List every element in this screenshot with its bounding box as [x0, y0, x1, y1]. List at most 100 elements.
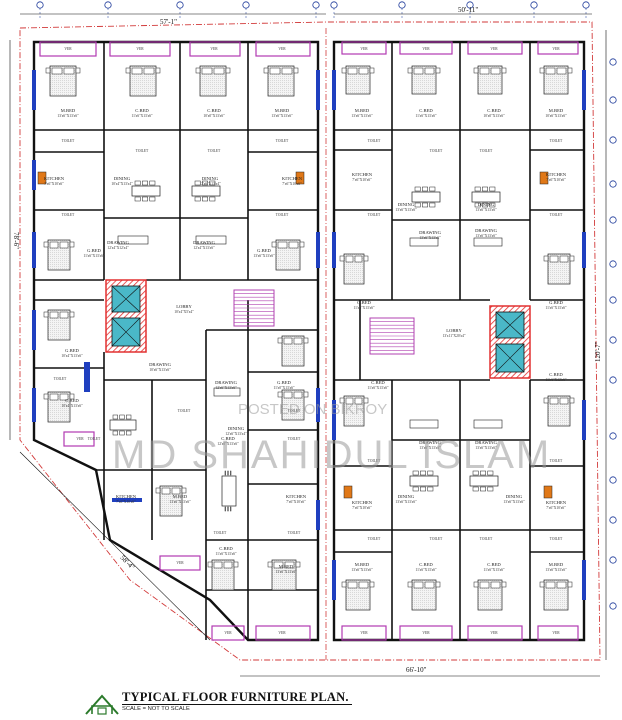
room-size: 12'x4"X13'x6": [193, 246, 215, 250]
bed: [339, 395, 369, 427]
toilet-label: TOILET: [178, 409, 191, 413]
window: [582, 400, 586, 440]
grid-bubble: [609, 602, 617, 610]
room-name: KITCHEN: [286, 494, 307, 499]
window: [332, 232, 336, 268]
bed: [277, 335, 309, 367]
room-name: DINING: [398, 494, 415, 499]
verandah: [341, 625, 387, 641]
room-size: 7'x6"X10'x6": [546, 506, 566, 510]
kitchen-counter: [539, 171, 549, 185]
room-size: 11'x6"X13'x6": [415, 114, 437, 118]
bed: [543, 253, 575, 285]
toilet-label: TOILET: [288, 409, 301, 413]
dimension-lines: [9, 13, 607, 677]
sofa: [213, 387, 241, 397]
interior-walls: [34, 28, 584, 660]
room-name: KITCHEN: [546, 172, 567, 177]
verandah: [39, 41, 97, 57]
room-size: 7'x6"X10'x6": [286, 500, 306, 504]
room-name: KITCHEN: [352, 172, 373, 177]
room-size: 12'x6"X13'x4": [199, 182, 221, 186]
room-name: DINING: [114, 176, 131, 181]
room-size: 13'x6"X13'x6": [395, 500, 417, 504]
room-size: 11'x6"X13'x6": [131, 114, 153, 118]
drawing-title: TYPICAL FLOOR FURNITURE PLAN.: [122, 690, 349, 704]
window: [32, 388, 36, 422]
verandah-label: VER: [360, 631, 368, 635]
room-size: 12'x4"X12'x4": [107, 246, 129, 250]
room-size: 12'x0"X13'x6": [217, 442, 239, 446]
grid-bubble: [466, 1, 474, 18]
kitchen-counter: [343, 485, 353, 499]
toilet-label: TOILET: [368, 459, 381, 463]
room-size: 10'x4"X13'x6": [61, 354, 83, 358]
drawing-scale-note: SCALE = NOT TO SCALE: [122, 706, 190, 712]
room-size: 10'x4"X13'x6": [61, 404, 83, 408]
sofa: [409, 419, 439, 429]
bed: [125, 65, 161, 97]
window: [582, 560, 586, 600]
dim-left-side: 78'-6": [12, 232, 20, 249]
room-size: 13'x6"X13'x6": [419, 446, 441, 450]
toilet-label: TOILET: [214, 531, 227, 535]
grid-bubble: [609, 260, 617, 268]
dining-table: [221, 470, 237, 512]
kitchen-counter: [37, 171, 47, 185]
toilet-label: TOILET: [550, 459, 563, 463]
verandah: [255, 625, 311, 641]
room-size: 13'x6"X13'x6": [271, 114, 293, 118]
bed: [407, 579, 441, 611]
room-size: 10'x0"X13'x6": [203, 114, 225, 118]
verandah-label: VER: [422, 47, 430, 51]
dining-table: [131, 180, 161, 202]
dining-table: [471, 186, 501, 208]
verandah-label: VER: [360, 47, 368, 51]
grid-bubble: [176, 1, 184, 18]
room-labels-right: M.BED13'x6"X13'x6"C.BED11'x6"X13'x6"C.BE…: [351, 108, 567, 572]
toilet-label: TOILET: [368, 537, 381, 541]
room-size: 7'x6"X10'x6": [282, 182, 302, 186]
sofa: [117, 235, 149, 245]
room-name: G.BED: [549, 300, 563, 305]
room-name: DINING: [506, 494, 523, 499]
room-name: DINING: [478, 202, 495, 207]
room-name: DRAWING: [475, 440, 498, 445]
room-name: C.BED: [419, 108, 433, 113]
dining-table: [109, 414, 137, 436]
room-name: KITCHEN: [44, 176, 65, 181]
bed: [195, 65, 231, 97]
bed: [543, 395, 575, 427]
room-name: C.BED: [221, 436, 235, 441]
room-size: 10'x6"X13'x6": [149, 368, 171, 372]
room-name: M.BED: [173, 494, 188, 499]
window: [332, 400, 336, 440]
toilet-label: TOILET: [550, 139, 563, 143]
toilet-label: TOILET: [288, 437, 301, 441]
toilet-label: TOILET: [480, 149, 493, 153]
verandah-label: VER: [490, 47, 498, 51]
grid-bubble: [609, 58, 617, 66]
room-name: KITCHEN: [546, 500, 567, 505]
toilet-label: TOILET: [276, 139, 289, 143]
window: [332, 560, 336, 600]
grid-bubble: [609, 516, 617, 524]
verandah: [537, 625, 579, 641]
dim-top-right: 50'-11": [458, 6, 478, 14]
bed: [539, 579, 573, 611]
room-size: 11'x6"X13'x6": [483, 568, 505, 572]
window: [32, 310, 36, 350]
dim-bottom-right: 66'-10": [406, 666, 427, 674]
room-name: KITCHEN: [116, 494, 137, 499]
toilet-label: TOILET: [288, 531, 301, 535]
room-size: 13'x6"X13'x6": [351, 114, 373, 118]
room-name: DRAWING: [193, 240, 216, 245]
room-name: DRAWING: [419, 230, 442, 235]
verandah: [467, 625, 523, 641]
bed: [207, 559, 239, 591]
room-size: 11'x6"X13'x6": [83, 254, 105, 258]
room-name: DINING: [228, 426, 245, 431]
room-size: 11'x6"X13'x6": [367, 386, 389, 390]
verandah-label: VER: [278, 631, 286, 635]
verandah-label: VER: [210, 47, 218, 51]
